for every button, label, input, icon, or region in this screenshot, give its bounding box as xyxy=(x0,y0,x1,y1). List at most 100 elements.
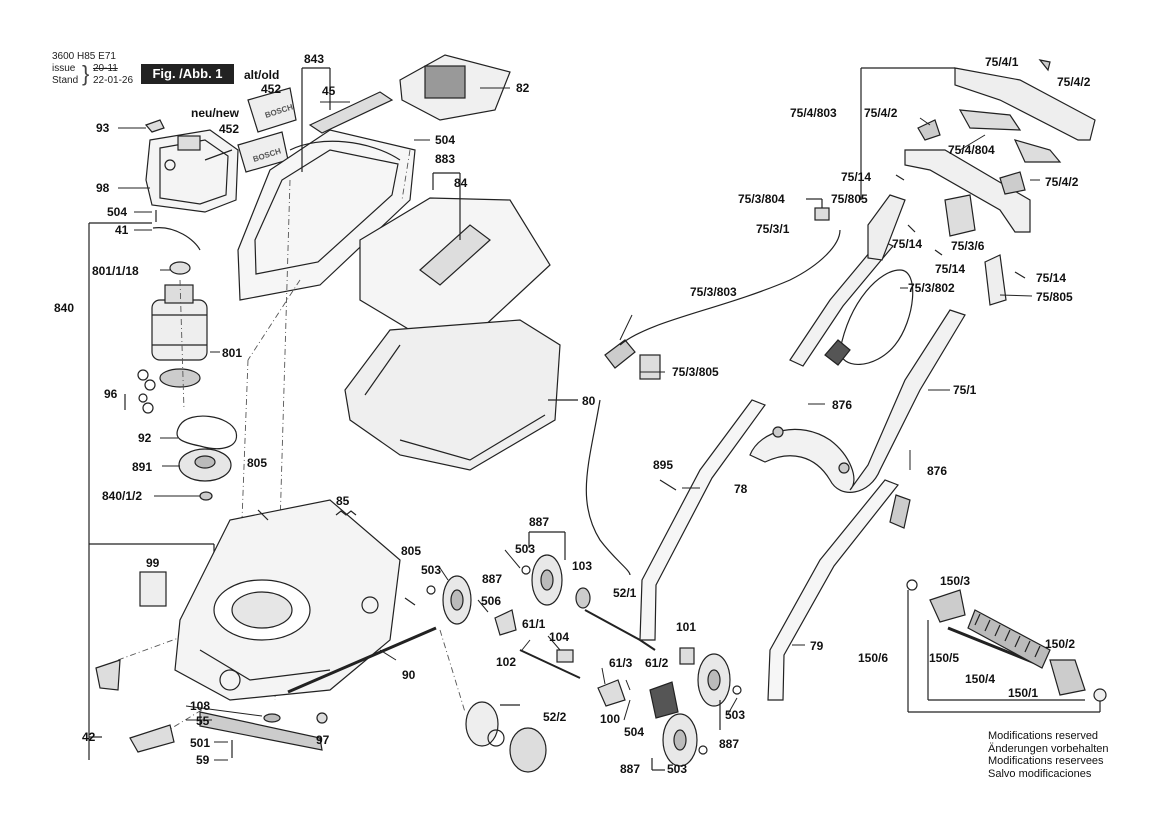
part-label-75-4-803: 75/4/803 xyxy=(790,106,837,120)
lever-part xyxy=(958,109,1022,131)
hub-part xyxy=(575,587,591,609)
part-label-98: 98 xyxy=(96,181,110,195)
part-label-97: 97 xyxy=(316,733,330,747)
part-label-41: 41 xyxy=(115,223,129,237)
part-label-45: 45 xyxy=(322,84,336,98)
part-label-75-1: 75/1 xyxy=(953,383,977,397)
part-label-805-deck: 805 xyxy=(247,456,268,470)
modifications-notice: Modifications reserved Änderungen vorbeh… xyxy=(988,730,1108,780)
axle-part xyxy=(519,649,581,679)
modifications-line: Modifications reserved xyxy=(988,730,1099,742)
part-label-84: 84 xyxy=(454,176,468,190)
part-label-103: 103 xyxy=(572,559,593,573)
handle-tube-part xyxy=(789,239,894,367)
mulch-plug-part xyxy=(129,724,175,753)
issue-label: issue xyxy=(52,63,76,74)
part-label-876-lower: 876 xyxy=(927,464,948,478)
washer-part xyxy=(698,745,708,755)
variant-old-label: alt/old xyxy=(244,68,280,82)
cable-part xyxy=(619,229,841,346)
part-label-101: 101 xyxy=(676,620,697,634)
nut-part xyxy=(316,712,328,724)
part-label-99: 99 xyxy=(146,556,160,570)
roller-end-part xyxy=(1049,659,1086,696)
cable-clamp-part xyxy=(144,119,165,133)
washer-part xyxy=(906,579,918,591)
motor-cover-part xyxy=(649,681,679,719)
part-label-75-3-805: 75/3/805 xyxy=(672,365,719,379)
part-label-876-upper: 876 xyxy=(832,398,853,412)
screw-part xyxy=(659,479,677,491)
part-label-506: 506 xyxy=(481,594,502,608)
part-label-895: 895 xyxy=(653,458,674,472)
label-leaders xyxy=(118,87,1040,761)
trigger-lever-part xyxy=(954,67,1096,141)
handle-bracket-part xyxy=(984,254,1007,306)
screw-part xyxy=(934,249,943,256)
modifications-line: Salvo modificaciones xyxy=(988,767,1092,780)
grass-box-part xyxy=(344,319,561,471)
part-label-887-rear-right: 887 xyxy=(719,737,740,751)
washer-part xyxy=(263,713,281,723)
handle-bracket-part xyxy=(867,194,906,261)
switch-part xyxy=(944,194,976,237)
knob-part xyxy=(1038,59,1051,72)
part-label-805-wheel: 805 xyxy=(401,544,422,558)
clamp-knob-part xyxy=(889,494,911,529)
part-label-61-3: 61/3 xyxy=(609,656,633,670)
clip-part xyxy=(556,649,574,663)
part-label-75-4-804: 75/4/804 xyxy=(948,143,995,157)
connector-part xyxy=(814,207,830,221)
knob-part xyxy=(999,171,1026,195)
part-label-90: 90 xyxy=(402,668,416,682)
part-label-452-old: 452 xyxy=(261,82,282,96)
clamp-knob-part xyxy=(604,339,636,369)
wheel-part xyxy=(531,554,563,606)
modifications-line: Änderungen vorbehalten xyxy=(988,742,1109,755)
washer-part xyxy=(426,585,436,595)
part-label-887-front: 887 xyxy=(482,572,503,586)
control-panel-part xyxy=(399,54,511,121)
rod-part xyxy=(287,626,437,694)
motor-part xyxy=(151,284,208,388)
part-label-504-motor: 504 xyxy=(107,205,128,219)
part-label-85: 85 xyxy=(336,494,350,508)
wheel-part xyxy=(697,653,731,707)
part-label-150-2: 150/2 xyxy=(1045,637,1076,651)
part-label-501: 501 xyxy=(190,736,211,750)
stand-label: Stand xyxy=(52,75,79,86)
cable-loop-part xyxy=(839,269,914,365)
handle-grip-part xyxy=(308,91,394,134)
part-label-104: 104 xyxy=(549,630,570,644)
part-label-102: 102 xyxy=(496,655,517,669)
roller-end-part xyxy=(929,589,966,623)
figure-label: Fig. /Abb. 1 xyxy=(141,64,234,84)
washer-part xyxy=(521,565,531,575)
part-label-93: 93 xyxy=(96,121,110,135)
wheel-part xyxy=(442,575,472,625)
part-label-75-3-804: 75/3/804 xyxy=(738,192,785,206)
part-label-452-new: 452 xyxy=(219,122,240,136)
screw-part xyxy=(895,174,905,181)
part-label-78: 78 xyxy=(734,482,748,496)
variant-new-label: neu/new xyxy=(191,106,240,120)
cap-part xyxy=(169,261,191,275)
drive-wheel-part xyxy=(465,701,547,773)
part-label-75-4-1: 75/4/1 xyxy=(985,55,1019,69)
tag-part xyxy=(139,571,167,607)
issue-value: 20-11 xyxy=(93,63,118,74)
bracket-part xyxy=(679,647,695,665)
part-label-61-2: 61/2 xyxy=(645,656,669,670)
part-label-96: 96 xyxy=(104,387,118,401)
part-label-75-805-upper: 75/805 xyxy=(831,192,868,206)
cable-part xyxy=(152,227,201,251)
screw-part xyxy=(907,224,916,233)
part-label-840-1-2: 840/1/2 xyxy=(102,489,143,503)
document-number: 3600 H85 E71 xyxy=(52,51,116,62)
height-lever-part xyxy=(494,609,517,636)
bolt-part xyxy=(838,462,850,474)
part-label-150-4: 150/4 xyxy=(965,672,996,686)
part-label-503-front: 503 xyxy=(421,563,442,577)
part-label-80: 80 xyxy=(582,394,596,408)
part-label-92: 92 xyxy=(138,431,152,445)
